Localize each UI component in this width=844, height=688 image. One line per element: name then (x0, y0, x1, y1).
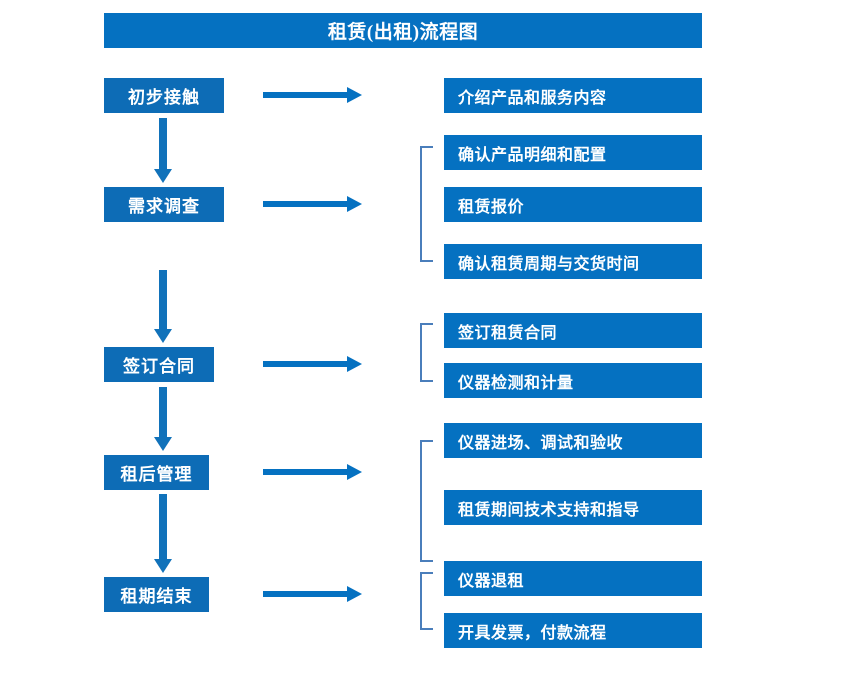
task-box-5[interactable]: 签订租赁合同 (444, 313, 702, 348)
stage-box-3[interactable]: 签订合同 (104, 347, 214, 382)
task-box-10[interactable]: 开具发票，付款流程 (444, 613, 702, 648)
task-box-4[interactable]: 确认租赁周期与交货时间 (444, 244, 702, 279)
group-bracket-4 (420, 572, 433, 630)
arrow-right-icon-4 (263, 461, 363, 483)
stage-box-2[interactable]: 需求调查 (104, 187, 224, 222)
arrow-right-icon-2 (263, 193, 363, 215)
arrow-right-icon-1 (263, 84, 363, 106)
stage-box-5[interactable]: 租期结束 (104, 577, 209, 612)
arrow-down-icon-3 (152, 387, 174, 452)
arrow-down-icon-2 (152, 270, 174, 344)
group-bracket-3 (420, 440, 433, 562)
task-box-6[interactable]: 仪器检测和计量 (444, 363, 702, 398)
stage-box-1[interactable]: 初步接触 (104, 78, 224, 113)
group-bracket-2 (420, 323, 433, 382)
task-box-1[interactable]: 介绍产品和服务内容 (444, 78, 702, 113)
arrow-right-icon-5 (263, 583, 363, 605)
page-title: 租赁(出租)流程图 (104, 13, 702, 48)
arrow-down-icon-1 (152, 118, 174, 184)
group-bracket-1 (420, 146, 433, 262)
task-box-7[interactable]: 仪器进场、调试和验收 (444, 423, 702, 458)
task-box-3[interactable]: 租赁报价 (444, 187, 702, 222)
arrow-down-icon-4 (152, 494, 174, 574)
task-box-8[interactable]: 租赁期间技术支持和指导 (444, 490, 702, 525)
stage-box-4[interactable]: 租后管理 (104, 455, 209, 490)
task-box-2[interactable]: 确认产品明细和配置 (444, 135, 702, 170)
arrow-right-icon-3 (263, 353, 363, 375)
task-box-9[interactable]: 仪器退租 (444, 561, 702, 596)
